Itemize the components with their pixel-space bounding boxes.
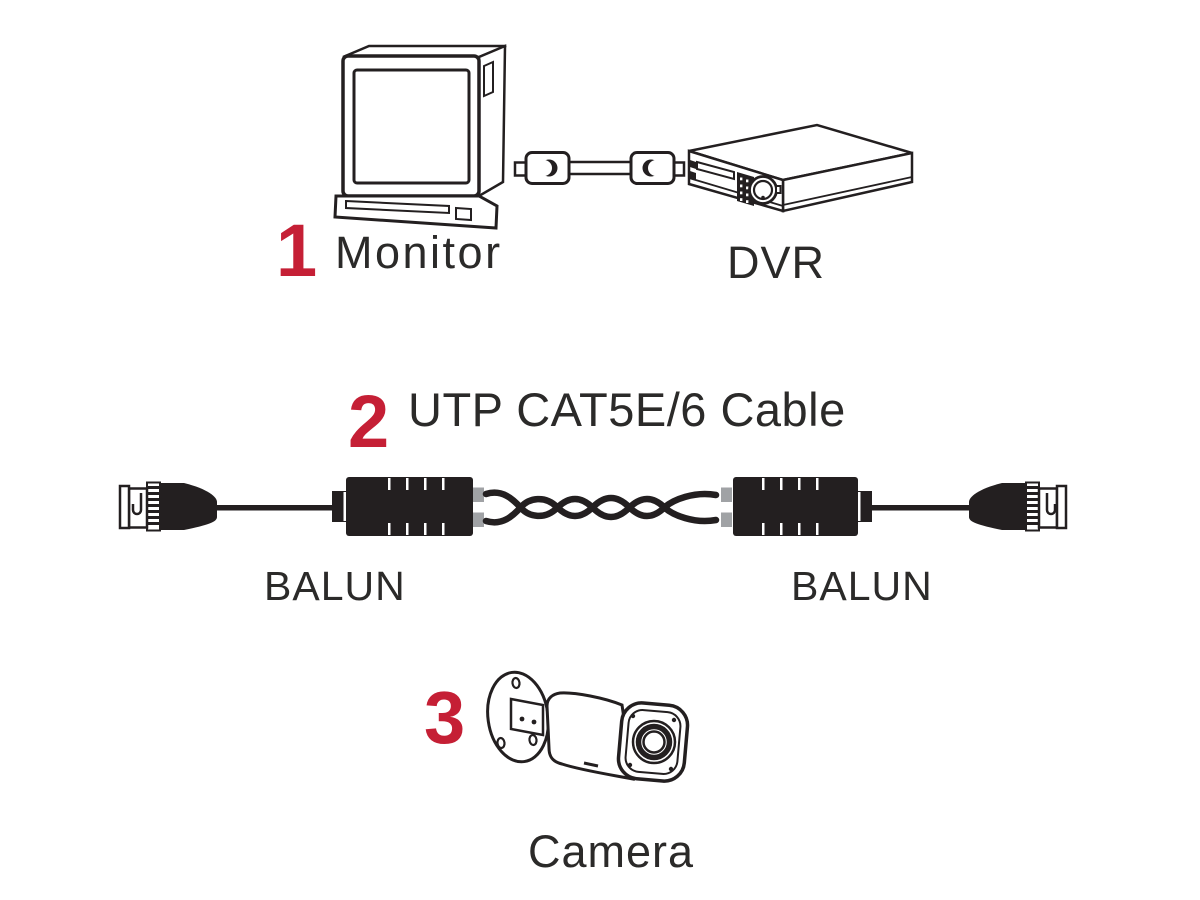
twisted-wire-b — [482, 490, 720, 526]
balun-right — [721, 477, 872, 536]
camera-illustration — [486, 670, 690, 783]
step-1-number: 1 — [276, 209, 318, 292]
plate-screw-hole — [528, 733, 538, 747]
camera-body — [545, 691, 635, 781]
bnc-connector-right — [969, 481, 1068, 532]
monitor-side-vent — [483, 60, 494, 98]
balun-body-left — [346, 477, 473, 536]
balun-body-right — [733, 477, 858, 536]
dvr-input-port — [690, 160, 696, 169]
bezel-screw — [630, 713, 636, 719]
bnc-boot-right — [969, 483, 1026, 530]
utp-cable-title: UTP CAT5E/6 Cable — [408, 383, 846, 436]
balun-right-label: BALUN — [791, 563, 933, 609]
twisted-pair-wires — [482, 489, 720, 526]
balun-left — [332, 477, 484, 536]
bnc-connector-left — [118, 481, 217, 532]
balun-terminal — [473, 512, 484, 527]
step-3-number: 3 — [424, 676, 466, 759]
monitor-screen — [352, 68, 471, 185]
dvr-jog-dial — [748, 175, 782, 205]
dvr-button-grid — [737, 172, 754, 206]
bnc-boot-left — [160, 483, 217, 530]
bnc-balun-cable-illustration — [118, 477, 1068, 536]
monitor-label: Monitor — [335, 227, 503, 278]
bayonet-slot-right — [1045, 493, 1057, 516]
camera-body-seam — [583, 761, 599, 768]
balun-strain-relief-right — [857, 491, 872, 522]
dvr-illustration — [687, 123, 914, 213]
coax-cable-right — [870, 505, 972, 511]
connector-plug-left — [524, 151, 571, 185]
plate-screw-hole — [511, 676, 521, 690]
coax-cable-left — [215, 505, 335, 511]
camera-mount-arm — [509, 697, 545, 737]
camera-label: Camera — [528, 826, 695, 877]
balun-terminal — [721, 512, 732, 527]
dvr-dial-tab — [775, 185, 782, 194]
bayonet-slot-left — [131, 493, 143, 516]
camera-lens-bezel — [616, 701, 690, 783]
bezel-screw — [671, 717, 677, 723]
dvr-front-panel — [690, 160, 782, 206]
video-cable-illustration — [513, 151, 686, 185]
balun-terminal — [721, 487, 732, 502]
monitor-base — [333, 194, 499, 230]
monitor-base-slot — [345, 199, 450, 215]
bezel-screw — [668, 766, 674, 772]
cable-tube — [566, 160, 636, 176]
connector-plug-right — [629, 151, 676, 185]
monitor-front — [341, 54, 481, 198]
knurl-ring-left — [146, 481, 161, 532]
plate-screw-hole — [496, 736, 506, 750]
bnc-tip-left — [127, 487, 149, 529]
bnc-flange-right — [1055, 484, 1068, 530]
dvr-disc-slot — [696, 160, 735, 181]
balun-left-label: BALUN — [264, 563, 406, 609]
monitor-illustration — [333, 44, 507, 230]
balun-terminal — [473, 487, 484, 502]
dvr-side-seam — [782, 176, 913, 206]
step-2-number: 2 — [348, 380, 390, 463]
monitor-side-panel — [477, 44, 507, 199]
knurl-ring-right — [1025, 481, 1040, 532]
dvr-label: DVR — [727, 237, 826, 288]
dvr-input-port — [690, 171, 696, 180]
camera-lens — [631, 719, 677, 765]
bnc-flange-left — [118, 484, 131, 530]
monitor-base-button — [455, 206, 472, 222]
bezel-screw — [627, 762, 633, 768]
